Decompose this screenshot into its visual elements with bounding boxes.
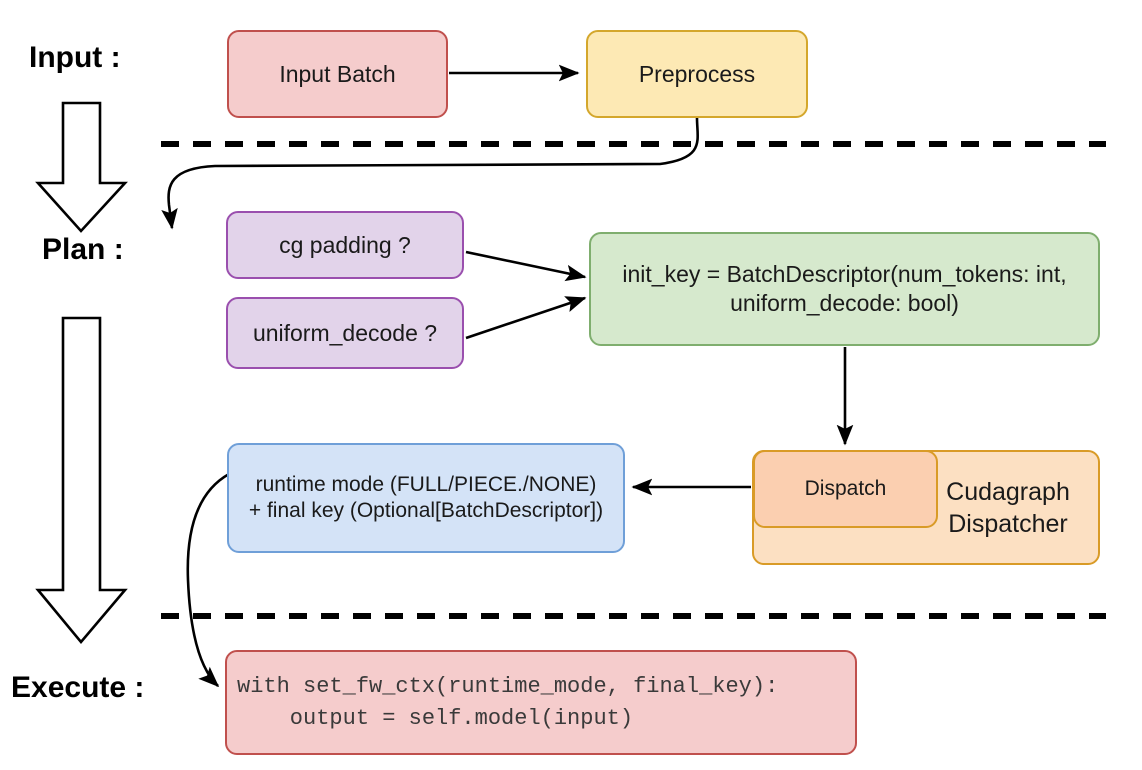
node-execute-code-line2: output = self.model(input) — [237, 705, 634, 731]
node-cudagraph-dispatcher-line1: Cudagraph — [946, 477, 1070, 506]
arrow-runtime-mode-to-execute-code — [186, 472, 230, 688]
node-execute-code-line1: with set_fw_ctx(runtime_mode, final_key)… — [237, 674, 779, 700]
node-input-batch[interactable]: Input Batch — [227, 30, 448, 118]
node-preprocess-label: Preprocess — [638, 60, 756, 87]
node-uniform-decode[interactable]: uniform_decode ? — [226, 297, 464, 369]
stage-label-input: Input : — [29, 41, 121, 74]
node-preprocess[interactable]: Preprocess — [586, 30, 808, 118]
node-runtime-mode[interactable]: runtime mode (FULL/PIECE./NONE) + final … — [227, 443, 625, 553]
node-dispatch[interactable]: Dispatch — [753, 450, 938, 528]
stage-label-execute: Execute : — [11, 671, 145, 704]
node-runtime-mode-line1: runtime mode (FULL/PIECE./NONE) — [255, 472, 597, 496]
node-cg-padding[interactable]: cg padding ? — [226, 211, 464, 279]
arrow-uniform-decode-to-init-key — [465, 296, 587, 340]
node-runtime-mode-line2: + final key (Optional[BatchDescriptor]) — [248, 499, 604, 522]
node-init-key[interactable]: init_key = BatchDescriptor(num_tokens: i… — [589, 232, 1100, 346]
node-execute-code[interactable]: with set_fw_ctx(runtime_mode, final_key)… — [225, 650, 857, 755]
node-uniform-decode-label: uniform_decode ? — [252, 319, 438, 346]
node-cg-padding-label: cg padding ? — [279, 231, 411, 258]
stage-label-plan: Plan : — [42, 233, 124, 266]
node-input-batch-label: Input Batch — [279, 60, 396, 87]
node-init-key-line1: init_key = BatchDescriptor(num_tokens: i… — [622, 261, 1067, 288]
plan-to-execute-big-arrow — [35, 316, 128, 645]
node-cudagraph-dispatcher-line2: Dispatcher — [948, 509, 1068, 538]
arrow-cg-padding-to-init-key — [465, 250, 587, 282]
node-init-key-line2: uniform_decode: bool) — [730, 290, 959, 316]
input-to-plan-big-arrow — [35, 101, 128, 233]
node-dispatch-label: Dispatch — [804, 476, 887, 500]
